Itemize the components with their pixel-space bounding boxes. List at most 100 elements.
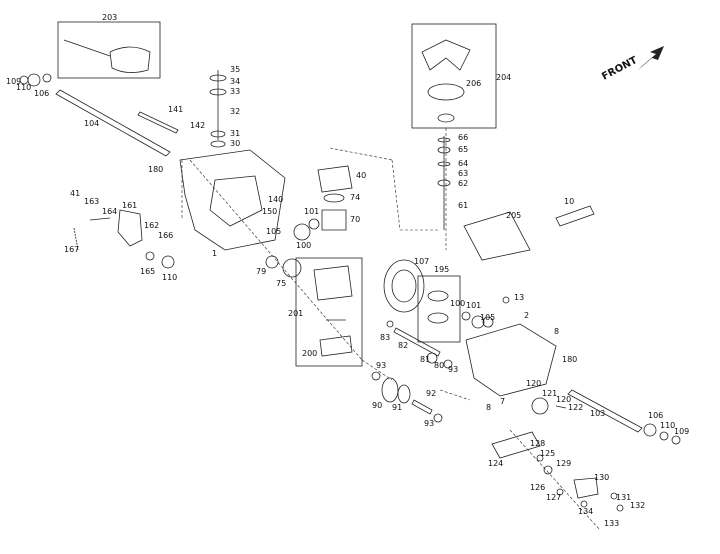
ring-83 bbox=[386, 320, 394, 328]
shaft-141 bbox=[137, 111, 179, 134]
callout-7: 7 bbox=[500, 397, 505, 406]
plate-200 bbox=[319, 335, 353, 357]
bearing-74 bbox=[323, 193, 345, 203]
callout-141: 141 bbox=[168, 105, 183, 114]
bracket-124 bbox=[491, 431, 541, 459]
callout-8: 8 bbox=[554, 327, 559, 336]
callout-166: 166 bbox=[158, 231, 173, 240]
lever-164 bbox=[89, 217, 111, 221]
callout-82: 82 bbox=[398, 341, 408, 350]
ring-64 bbox=[437, 161, 451, 167]
callout-79: 79 bbox=[256, 267, 266, 276]
bolt-134 bbox=[580, 500, 588, 508]
gear-101-right bbox=[471, 315, 485, 329]
callout-132: 132 bbox=[630, 501, 645, 510]
washer-131 bbox=[610, 492, 618, 500]
callout-122: 122 bbox=[568, 403, 583, 412]
seal-65 bbox=[437, 146, 451, 154]
callout-203: 203 bbox=[102, 13, 117, 22]
shaft-92 bbox=[411, 399, 433, 415]
gear-81 bbox=[426, 352, 438, 364]
callout-80: 80 bbox=[434, 361, 444, 370]
callout-90: 90 bbox=[372, 401, 382, 410]
gear-195b bbox=[427, 312, 449, 324]
ring-100 bbox=[461, 311, 471, 321]
washer-93b bbox=[433, 413, 443, 423]
callout-35: 35 bbox=[230, 65, 240, 74]
callout-91: 91 bbox=[392, 403, 402, 412]
callout-205: 205 bbox=[506, 211, 521, 220]
pump-40 bbox=[317, 165, 353, 193]
callout-110: 110 bbox=[660, 421, 675, 430]
callout-8: 8 bbox=[486, 403, 491, 412]
ring-66 bbox=[437, 137, 451, 143]
callout-125: 125 bbox=[540, 449, 555, 458]
gear-90 bbox=[381, 377, 399, 403]
bag-205 bbox=[463, 211, 531, 261]
gear-107 bbox=[383, 259, 425, 313]
callout-34: 34 bbox=[230, 77, 240, 86]
ring-79 bbox=[265, 255, 279, 269]
gear-75 bbox=[282, 258, 302, 278]
callout-101: 101 bbox=[466, 301, 481, 310]
hub-204 bbox=[437, 113, 455, 123]
callout-83: 83 bbox=[380, 333, 390, 342]
callout-107: 107 bbox=[414, 257, 429, 266]
pin-125 bbox=[536, 454, 544, 462]
block-70 bbox=[321, 209, 347, 231]
fan-204 bbox=[421, 39, 471, 71]
lever-130 bbox=[573, 477, 599, 499]
detail-box-195 bbox=[417, 275, 461, 343]
callout-126: 126 bbox=[530, 483, 545, 492]
gear-121 bbox=[531, 397, 549, 415]
washer-34 bbox=[209, 74, 227, 82]
ring-109-right bbox=[671, 435, 681, 445]
front-arrow: FRONT bbox=[600, 46, 664, 83]
gear-101 bbox=[308, 218, 320, 230]
callout-101: 101 bbox=[304, 207, 319, 216]
callout-70: 70 bbox=[350, 215, 360, 224]
callout-201: 201 bbox=[288, 309, 303, 318]
callout-104: 104 bbox=[84, 119, 99, 128]
gear-105-right bbox=[482, 316, 494, 328]
callout-93: 93 bbox=[376, 361, 386, 370]
bracket-161 bbox=[117, 209, 143, 247]
cover-203 bbox=[109, 46, 151, 73]
dashed-guides bbox=[181, 128, 601, 531]
callout-65: 65 bbox=[458, 145, 468, 154]
callout-164: 164 bbox=[102, 207, 117, 216]
tool-10 bbox=[555, 205, 595, 227]
callout-127: 127 bbox=[546, 493, 561, 502]
detail-box-204 bbox=[411, 23, 497, 129]
detail-box-201 bbox=[295, 257, 363, 367]
callout-180: 180 bbox=[148, 165, 163, 174]
front-label: FRONT bbox=[600, 55, 639, 83]
callout-92: 92 bbox=[426, 389, 436, 398]
callout-81: 81 bbox=[420, 355, 430, 364]
callout-63: 63 bbox=[458, 169, 468, 178]
ring-110-lower bbox=[161, 255, 175, 269]
pin-122 bbox=[555, 405, 567, 409]
ring-110-right bbox=[659, 431, 669, 441]
callout-134: 134 bbox=[578, 507, 593, 516]
callout-142: 142 bbox=[190, 121, 205, 130]
callout-32: 32 bbox=[230, 107, 240, 116]
callout-110: 110 bbox=[162, 273, 177, 282]
callout-161: 161 bbox=[122, 201, 137, 210]
block-201 bbox=[313, 265, 353, 301]
washer-93a bbox=[371, 371, 381, 381]
shaft-82 bbox=[393, 327, 441, 357]
callout-180: 180 bbox=[562, 355, 577, 364]
callout-30: 30 bbox=[230, 139, 240, 148]
callout-206: 206 bbox=[466, 79, 481, 88]
callout-165: 165 bbox=[140, 267, 155, 276]
washer-127 bbox=[556, 488, 564, 496]
pulley-206 bbox=[427, 83, 465, 101]
axle-shaft-103 bbox=[567, 389, 643, 433]
callout-93: 93 bbox=[448, 365, 458, 374]
callout-2: 2 bbox=[524, 311, 529, 320]
callout-93: 93 bbox=[424, 419, 434, 428]
callout-66: 66 bbox=[458, 133, 468, 142]
callout-133: 133 bbox=[604, 519, 619, 528]
